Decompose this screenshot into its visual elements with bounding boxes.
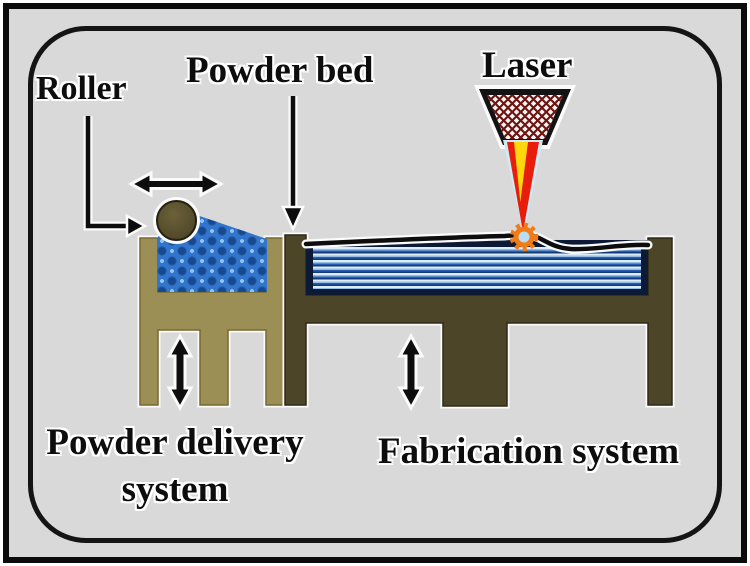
powder-delivery-label: Powder delivery system	[20, 421, 330, 511]
rounded-frame	[28, 26, 722, 543]
roller-label: Roller	[36, 70, 127, 107]
roller-pointer-arrow	[83, 116, 148, 239]
powder-piston-arrow	[166, 332, 194, 412]
powder-bed-layers	[313, 247, 641, 289]
laser-label: Laser	[482, 45, 573, 86]
powder-bed-pointer-arrow	[281, 96, 305, 233]
melt-pool-icon	[509, 222, 539, 252]
powder-delivery-label-line2: system	[121, 469, 229, 510]
bed-surface-line	[301, 230, 653, 254]
powder-delivery-label-line1: Powder delivery	[46, 422, 304, 463]
powder-bed-label: Powder bed	[186, 50, 374, 91]
roller	[156, 200, 197, 241]
roller-motion-arrow	[127, 170, 225, 198]
fabrication-system-label: Fabrication system	[378, 431, 680, 472]
fabrication-platform-edge	[284, 234, 673, 407]
powder-delivery-platform-edge	[139, 237, 286, 406]
fabrication-piston-arrow	[397, 332, 425, 412]
